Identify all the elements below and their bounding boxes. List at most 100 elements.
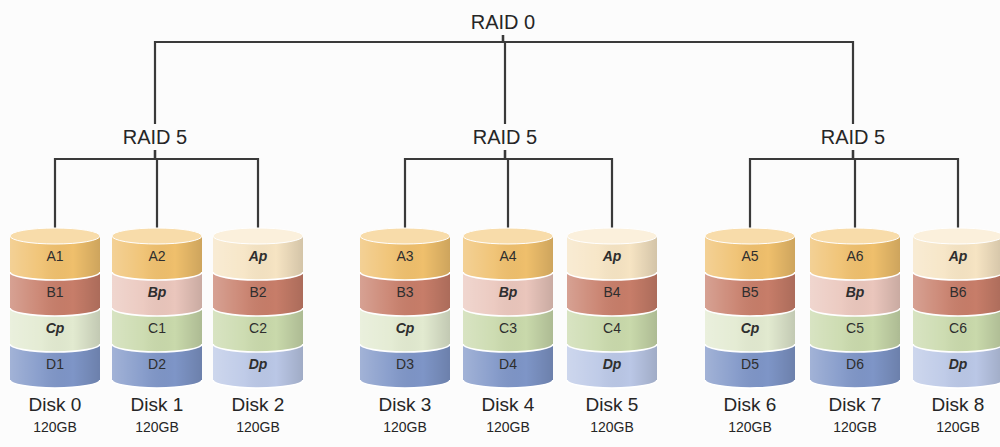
stripe-body: [213, 272, 303, 316]
stripe-shading: [810, 344, 900, 388]
disk-top-cap: [213, 228, 303, 244]
disk-top-cap: [705, 228, 795, 244]
raid5-node: RAID 5: [120, 124, 190, 150]
stripe-shading: [567, 344, 657, 388]
stripe-shading: [810, 272, 900, 316]
disk-cylinder: Disk 4120GBA4BpC3D4: [463, 228, 553, 388]
raid-level: RAID 5: [123, 124, 187, 150]
stripe-body: [463, 272, 553, 316]
stripe-separator: [10, 380, 100, 388]
disk-name: Disk 6: [685, 394, 815, 416]
disk-cylinder: Disk 8120GBApB6C6Dp: [913, 228, 1000, 388]
stripe-shading: [213, 344, 303, 388]
disk-cylinder: Disk 6120GBA5B5CpD5: [705, 228, 795, 388]
disk-cylinder: Disk 7120GBA6BpC5D6: [810, 228, 900, 388]
stripe-body: [360, 308, 450, 352]
tree-connector: [155, 35, 503, 124]
stripe-body: [705, 308, 795, 352]
tree-connector: [853, 150, 855, 228]
stripe-body: [567, 272, 657, 316]
stripe-separator: [913, 380, 1000, 388]
tree-connector: [853, 150, 958, 228]
stripe-shading: [463, 308, 553, 352]
stripe-separator: [360, 380, 450, 388]
stripe-shading: [10, 272, 100, 316]
stripe-body: [705, 272, 795, 316]
stripe-block: Ap: [213, 236, 303, 272]
disk-capacity: 120GB: [340, 418, 470, 436]
disk-name: Disk 4: [443, 394, 573, 416]
disk-capacity: 120GB: [685, 418, 815, 436]
stripe-separator: [705, 380, 795, 388]
disk-capacity: 120GB: [443, 418, 573, 436]
disk-cylinder: Disk 0120GBA1B1CpD1: [10, 228, 100, 388]
stripe-shading: [213, 272, 303, 316]
stripe-block: A3: [360, 236, 450, 272]
stripe-shading: [463, 272, 553, 316]
raid5-node: RAID 5: [470, 124, 540, 150]
disk-capacity: 120GB: [92, 418, 222, 436]
disk-capacity: 120GB: [547, 418, 677, 436]
disk-name: Disk 8: [893, 394, 1000, 416]
tree-connector: [155, 150, 157, 228]
stripe-shading: [705, 344, 795, 388]
stripe-shading: [213, 308, 303, 352]
tree-connector: [505, 150, 508, 228]
stripe-body: [213, 344, 303, 388]
disk-name: Disk 0: [0, 394, 120, 416]
tree-connector: [55, 150, 155, 228]
disk-top-cap: [463, 228, 553, 244]
stripe-shading: [913, 272, 1000, 316]
block-label: A6: [810, 236, 900, 274]
stripe-block: A5: [705, 236, 795, 272]
stripe-body: [112, 308, 202, 352]
raid0-node: RAID 0: [468, 9, 538, 35]
disk-top-cap: [810, 228, 900, 244]
stripe-separator: [567, 380, 657, 388]
disk-capacity: 120GB: [0, 418, 120, 436]
disk-name: Disk 1: [92, 394, 222, 416]
block-label: Ap: [913, 236, 1000, 274]
block-label: Ap: [213, 236, 303, 274]
stripe-shading: [360, 272, 450, 316]
stripe-block: Ap: [567, 236, 657, 272]
disk-top-cap: [567, 228, 657, 244]
disk-capacity: 120GB: [893, 418, 1000, 436]
raid-level: RAID 0: [471, 9, 535, 35]
stripe-block: A6: [810, 236, 900, 272]
disk-name: Disk 3: [340, 394, 470, 416]
stripe-block: A1: [10, 236, 100, 272]
stripe-body: [10, 308, 100, 352]
stripe-shading: [705, 308, 795, 352]
stripe-separator: [463, 380, 553, 388]
stripe-shading: [913, 344, 1000, 388]
disk-name: Disk 2: [193, 394, 323, 416]
stripe-body: [567, 344, 657, 388]
block-label: A1: [10, 236, 100, 274]
disk-cylinder: Disk 3120GBA3B3CpD3: [360, 228, 450, 388]
raid-level: RAID 5: [473, 124, 537, 150]
stripe-shading: [360, 344, 450, 388]
stripe-shading: [360, 308, 450, 352]
block-label: A4: [463, 236, 553, 274]
disk-cylinder: Disk 1120GBA2BpC1D2: [112, 228, 202, 388]
stripe-shading: [913, 308, 1000, 352]
tree-connector: [505, 150, 612, 228]
disk-top-cap: [10, 228, 100, 244]
stripe-body: [705, 344, 795, 388]
stripe-body: [360, 344, 450, 388]
stripe-body: [913, 308, 1000, 352]
stripe-body: [10, 272, 100, 316]
disk-capacity: 120GB: [790, 418, 920, 436]
stripe-shading: [10, 308, 100, 352]
stripe-body: [213, 308, 303, 352]
disk-top-cap: [360, 228, 450, 244]
block-label: A2: [112, 236, 202, 274]
stripe-body: [463, 344, 553, 388]
tree-connector: [503, 35, 853, 124]
stripe-separator: [213, 380, 303, 388]
tree-connector: [405, 150, 505, 228]
block-label: Ap: [567, 236, 657, 274]
disk-top-cap: [913, 228, 1000, 244]
